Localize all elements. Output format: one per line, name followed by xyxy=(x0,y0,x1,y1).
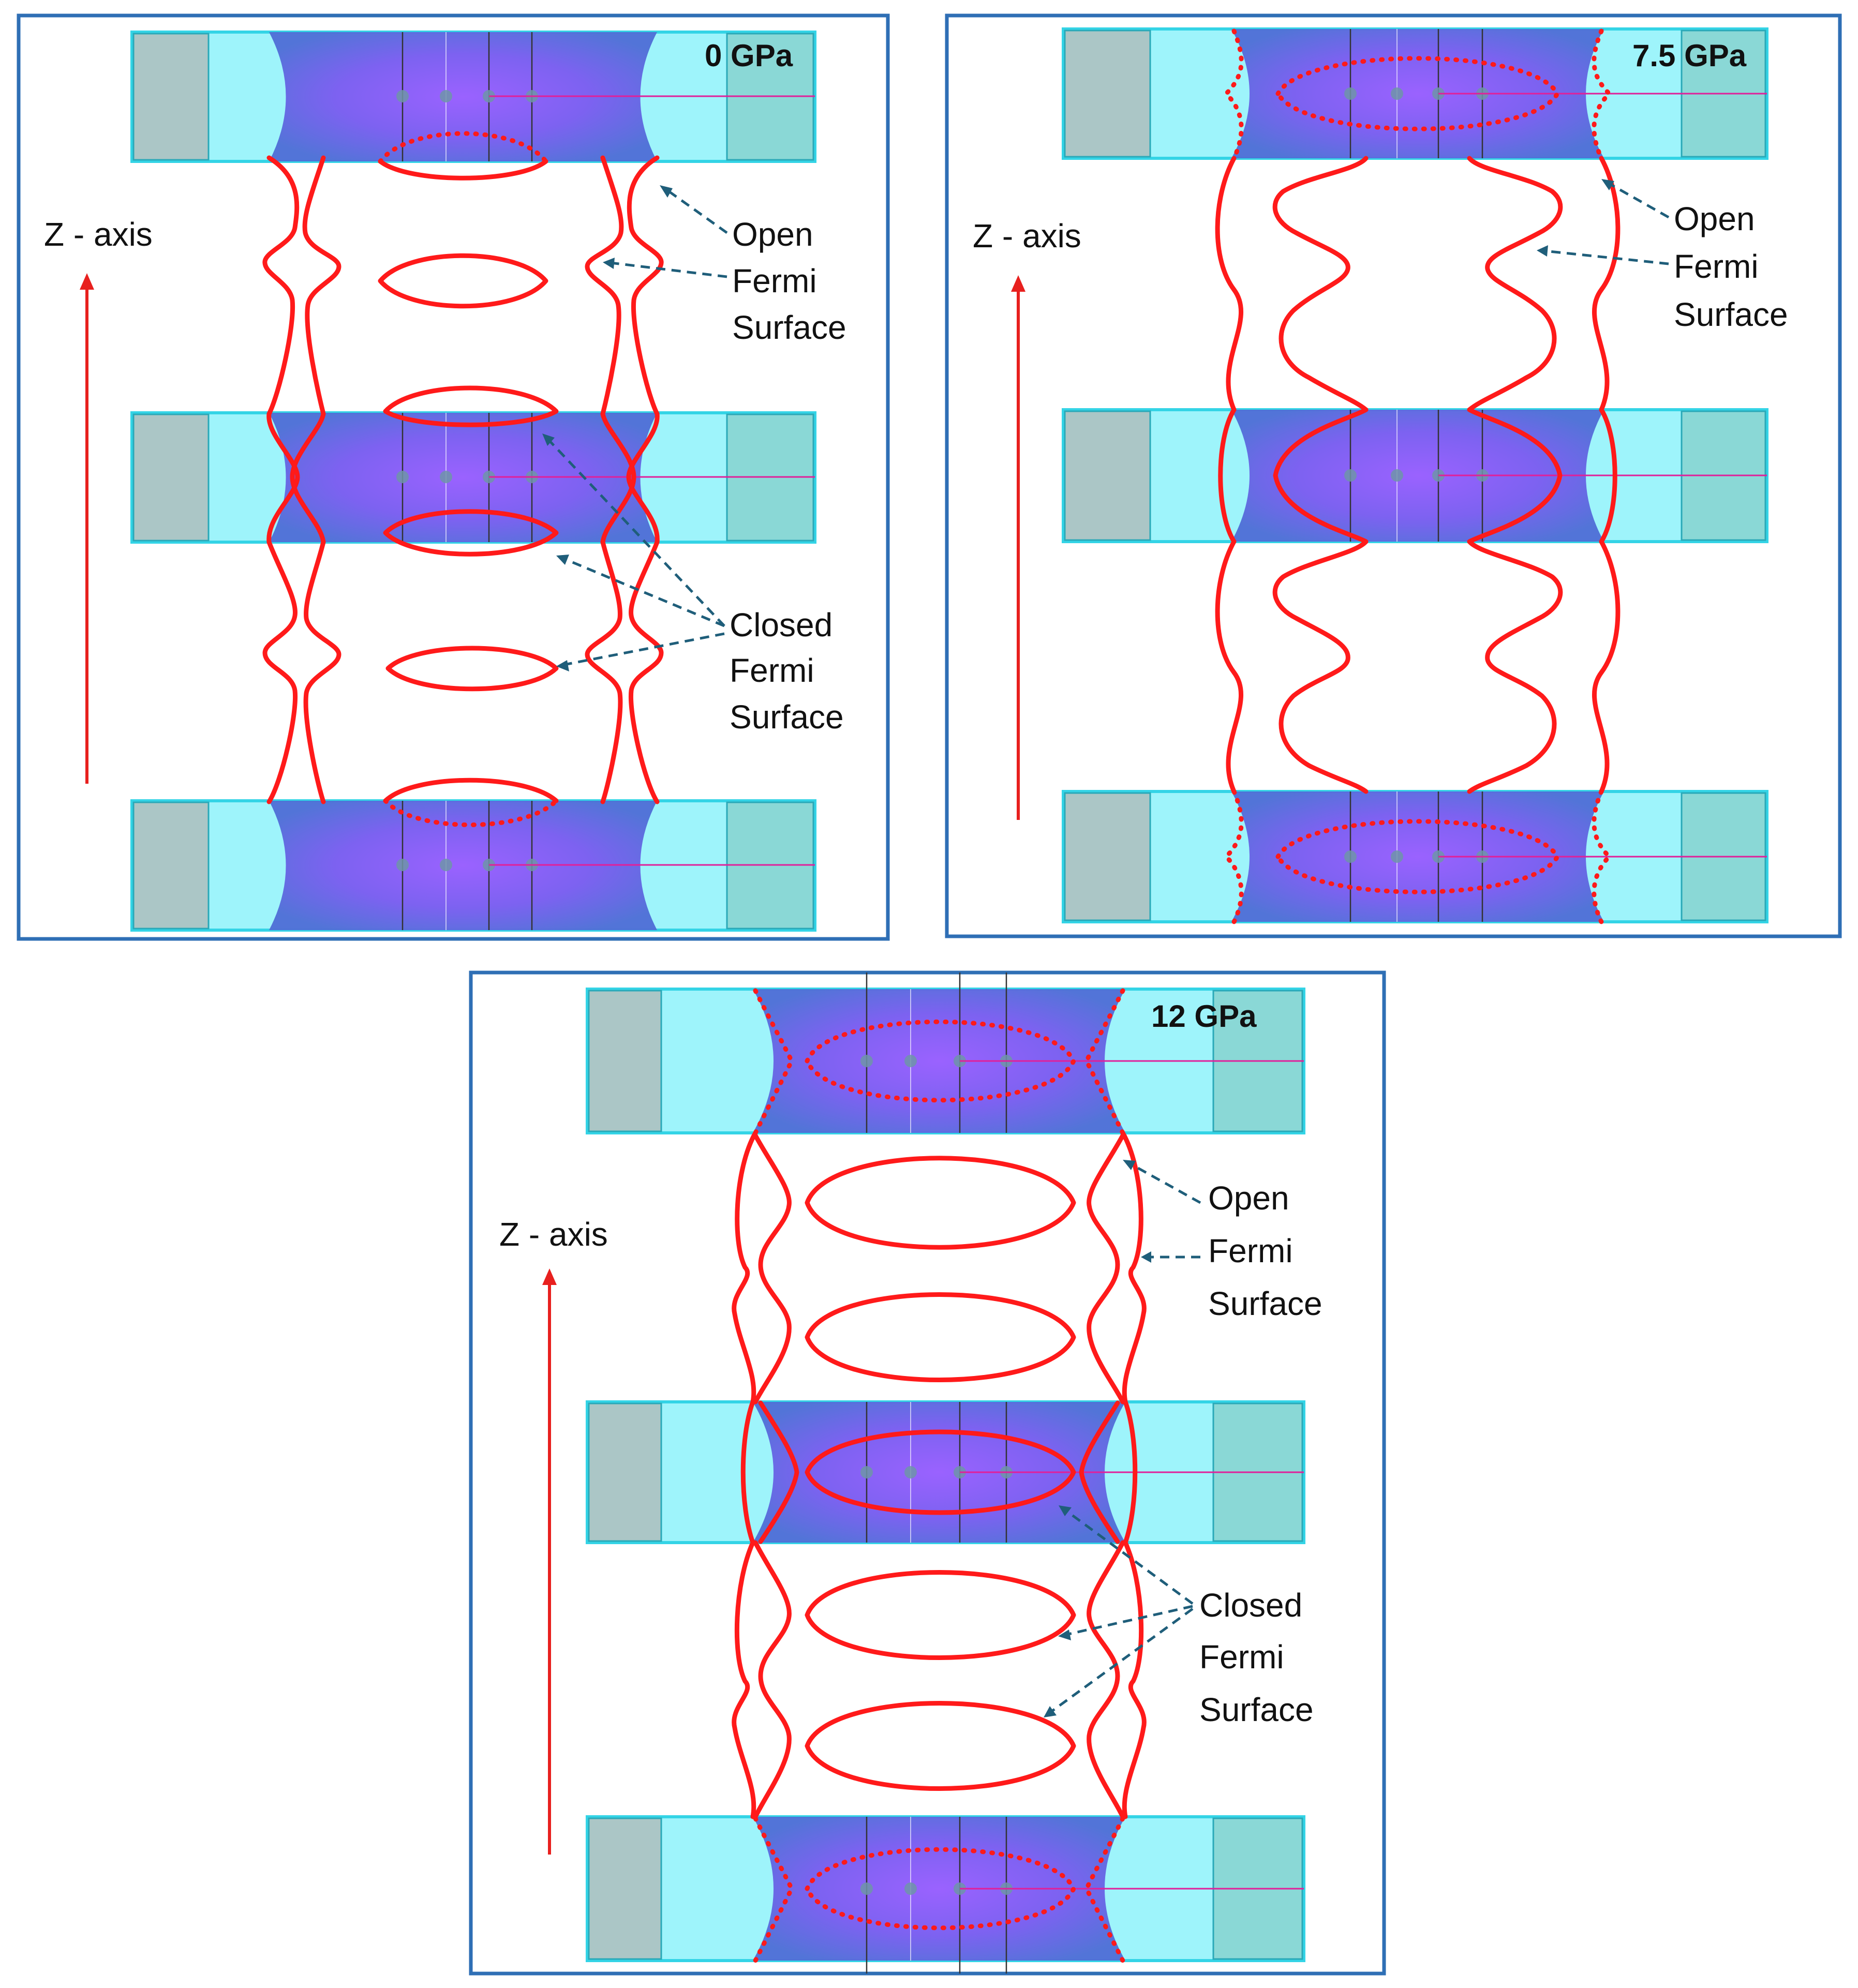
pressure-label: 12 GPa xyxy=(1151,999,1257,1034)
open-fermi-surface xyxy=(1215,156,1621,794)
zone-band xyxy=(586,1400,1305,1544)
panel-7-5-gpa: Z - axis 7.5 GPa Open Fermi Surface xyxy=(945,13,1842,938)
zone-band xyxy=(1062,408,1768,543)
closed-fermi-surface xyxy=(1223,28,1613,924)
open-fermi-surface xyxy=(732,1130,1147,1819)
label-line: Fermi xyxy=(1199,1638,1284,1676)
zone-band xyxy=(130,799,816,932)
panel-12-gpa: Z - axis 12 GPa Open Fermi Surface Close… xyxy=(469,970,1386,1976)
label-line: Closed xyxy=(1199,1587,1302,1624)
closed-fermi-label: Closed Fermi Surface xyxy=(1044,1505,1314,1728)
label-line: Surface xyxy=(732,309,846,346)
label-line: Surface xyxy=(1199,1691,1314,1728)
z-axis-arrow: Z - axis xyxy=(44,216,153,784)
zone-band xyxy=(1062,790,1768,923)
open-fermi-label: Open Fermi Surface xyxy=(1123,1160,1322,1322)
z-axis-arrow: Z - axis xyxy=(499,1216,608,1855)
label-line: Fermi xyxy=(1674,248,1759,285)
label-line: Fermi xyxy=(730,652,814,689)
zone-band xyxy=(130,411,816,544)
label-line: Surface xyxy=(730,698,844,736)
open-fermi-label: Open Fermi Surface xyxy=(1537,179,1788,333)
pressure-label: 7.5 GPa xyxy=(1632,38,1747,73)
zone-band xyxy=(1062,27,1768,160)
closed-fermi-label: Closed Fermi Surface xyxy=(542,434,844,736)
open-fermi-label: Open Fermi Surface xyxy=(603,185,846,346)
label-line: Surface xyxy=(1208,1285,1322,1322)
z-axis-label: Z - axis xyxy=(973,217,1081,255)
open-fermi-surface xyxy=(262,155,664,804)
label-line: Open xyxy=(732,216,813,253)
z-axis-label: Z - axis xyxy=(499,1216,608,1253)
zone-band xyxy=(130,31,816,163)
label-line: Open xyxy=(1674,200,1755,237)
zone-band xyxy=(586,973,1305,1134)
closed-fermi-surface xyxy=(753,988,1125,1963)
panel-0-gpa: Z - axis 0 GPa Open Fermi Surface Closed… xyxy=(17,13,890,941)
closed-fermi-surface xyxy=(378,131,559,827)
z-axis-label: Z - axis xyxy=(44,216,153,253)
label-line: Open xyxy=(1208,1179,1289,1217)
label-line: Fermi xyxy=(1208,1232,1293,1269)
label-line: Surface xyxy=(1674,296,1788,333)
pressure-label: 0 GPa xyxy=(705,38,793,73)
zone-band xyxy=(586,1815,1305,1974)
label-line: Closed xyxy=(730,606,833,644)
z-axis-arrow: Z - axis xyxy=(973,217,1081,820)
label-line: Fermi xyxy=(732,262,817,300)
